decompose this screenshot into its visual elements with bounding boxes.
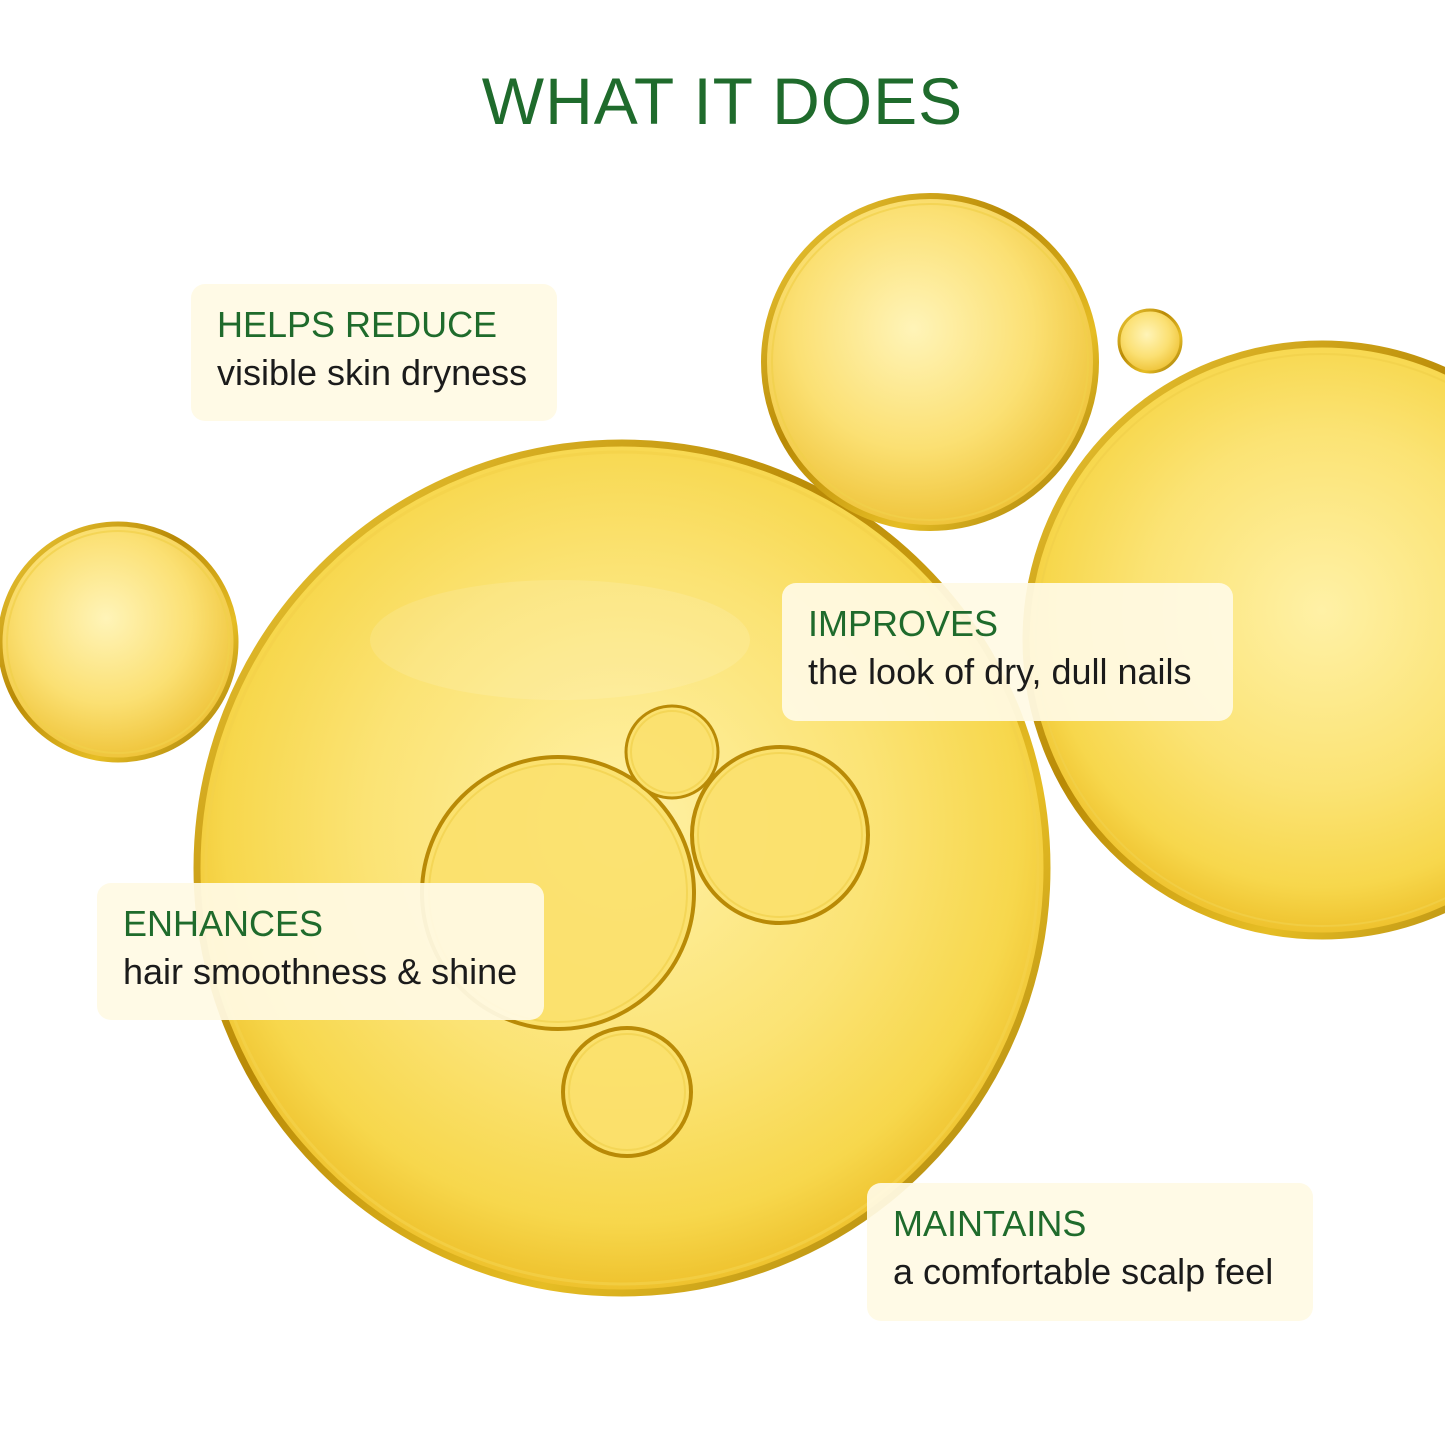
benefit-heading: HELPS REDUCE xyxy=(217,304,498,345)
oil-sheen-highlight xyxy=(370,580,750,700)
benefit-heading: IMPROVES xyxy=(808,603,999,644)
left-oil-drop xyxy=(0,521,239,763)
benefit-text: hair smoothness & shine xyxy=(123,951,518,992)
benefit-text: a comfortable scalp feel xyxy=(893,1251,1274,1292)
page-title: WHAT IT DOES xyxy=(481,64,964,138)
benefit-card-scalp: MAINTAINS a comfortable scalp feel xyxy=(867,1183,1313,1321)
benefit-text: the look of dry, dull nails xyxy=(808,651,1192,692)
benefit-card-hair: ENHANCES hair smoothness & shine xyxy=(97,883,544,1020)
benefit-heading: ENHANCES xyxy=(123,903,324,944)
benefit-heading: MAINTAINS xyxy=(893,1203,1087,1244)
tiny-oil-drop xyxy=(1117,308,1183,374)
top-right-oil-drop xyxy=(761,193,1099,531)
benefit-card-nails: IMPROVES the look of dry, dull nails xyxy=(782,583,1233,721)
benefit-text: visible skin dryness xyxy=(217,352,528,393)
benefit-card-skin: HELPS REDUCE visible skin dryness xyxy=(191,284,557,421)
